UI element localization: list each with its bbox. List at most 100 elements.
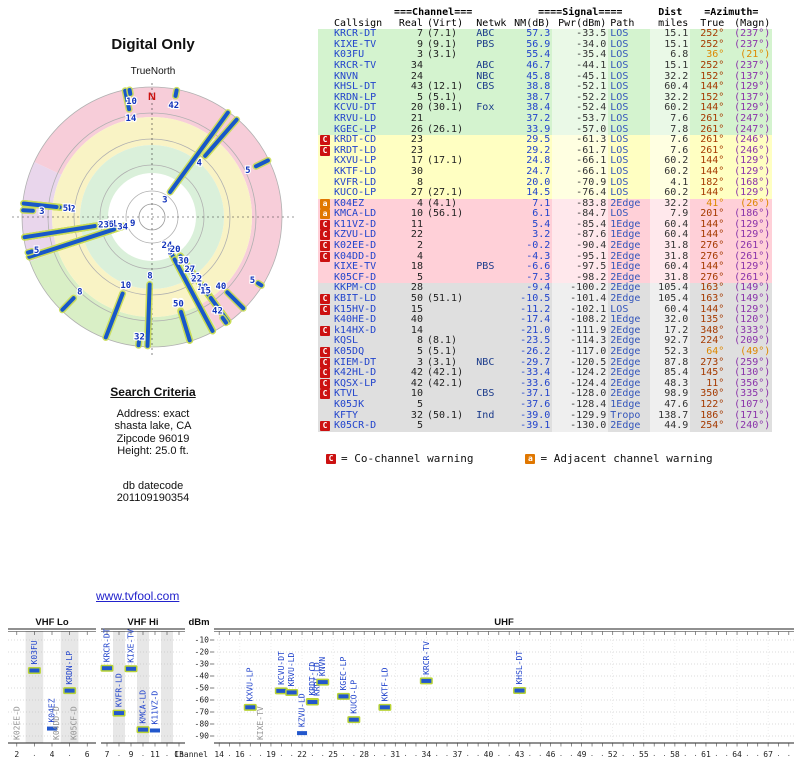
azimuth-magn-cell: (240°) (734, 420, 771, 432)
nm-db-cell: -26.2 (520, 346, 551, 357)
distance-cell: 60.2 (650, 166, 691, 178)
station-spectrum-label: KRDT-CD (308, 662, 317, 696)
real-channel-cell: 7 (416, 28, 423, 40)
dbm-tick-label: -60 (195, 696, 210, 705)
co-channel-warning-icon: C (320, 325, 330, 336)
path-cell: LOS (610, 187, 629, 199)
power-dbm-cell: -52.4 (552, 103, 609, 114)
network-cell: NBC (476, 70, 495, 82)
station-marker (47, 726, 57, 731)
callsign-cell: KIEM-DT (334, 356, 377, 368)
virtual-channel-cell (425, 114, 474, 125)
power-dbm-cell: -129.9 (552, 410, 609, 422)
adjacent-channel-warning-icon: a (320, 198, 330, 209)
real-channel-cell: 34 (410, 59, 423, 71)
path-header: Path (608, 18, 651, 30)
path-cell: LOS (610, 134, 629, 146)
power-dbm-cell: -61.3 (552, 135, 609, 146)
channel-tick-label: 13 (174, 750, 184, 759)
callsign-cell: KUCO-LP (334, 187, 377, 199)
station-ray (22, 224, 97, 240)
station-spectrum-label: KIXE-TV (256, 706, 265, 740)
station-spectrum-label: K02EE-D (12, 706, 21, 740)
channel-tick-dot: . (372, 750, 376, 758)
azimuth-magn-cell: (129°) (734, 155, 771, 167)
power-dbm-cell: -98.2 (552, 272, 609, 284)
virtual-channel-cell (425, 220, 474, 231)
real-channel-cell: 30 (410, 165, 423, 177)
network-cell (474, 294, 510, 305)
virtual-channel-cell: (56.1) (426, 208, 464, 220)
station-spectrum-label: KRDN-LP (65, 651, 74, 685)
path-cell: 2Edge (610, 271, 641, 283)
power-dbm-cell: -52.1 (552, 82, 609, 93)
station-channel-label: 15 (200, 287, 211, 297)
virtual-channel-cell (425, 262, 474, 273)
path-cell: 2Edge (610, 377, 641, 389)
distance-cell: 60.2 (650, 103, 691, 114)
co-channel-legend-item: C = Co-channel warning (326, 452, 473, 465)
channel-tick-dot: . (714, 750, 718, 758)
channel-tick-label: 58 (670, 750, 680, 759)
power-dbm-cell: -95.1 (552, 251, 609, 263)
network-cell (474, 347, 510, 358)
nm-db-cell: -37.6 (520, 398, 551, 410)
azimuth-true-cell: 144° (700, 218, 725, 230)
station-marker (421, 678, 432, 683)
channel-tick-label: 61 (701, 750, 711, 759)
real-channel-cell: 2 (416, 240, 423, 252)
station-channel-label: 14 (126, 114, 137, 124)
channel-tick-dot: . (383, 750, 387, 758)
nm-db-cell: 6.1 (532, 208, 551, 220)
channel-tick-dot: . (538, 750, 542, 758)
channel-tick-label: 52 (608, 750, 618, 759)
virtual-channel-cell: (8.1) (426, 335, 458, 347)
warning-cell (318, 82, 332, 93)
tvfool-link[interactable]: www.tvfool.com (96, 589, 180, 603)
azimuth-magn-cell: (237°) (734, 38, 771, 50)
path-cell: LOS (610, 70, 629, 82)
channel-tick-dot: . (341, 750, 345, 758)
station-channel-label: 3 (39, 207, 44, 217)
path-cell: LOS (610, 49, 629, 61)
channel-tick-label: 49 (577, 750, 587, 759)
azimuth-magn-cell: (137°) (734, 70, 771, 82)
co-channel-warning-icon: C (320, 347, 330, 357)
page-title: Digital Only (111, 36, 195, 53)
callsign-cell: K15HV-D (334, 303, 377, 315)
db-datecode: db datecode 201109190354 (58, 480, 248, 505)
station-channel-label: 5 (250, 276, 255, 286)
azimuth-true-cell: 144° (700, 229, 725, 241)
station-spectrum-label: K11VZ-D (151, 691, 160, 725)
co-channel-warning-icon: C (326, 453, 336, 464)
channel-group-header: ===Channel=== (392, 7, 475, 19)
network-cell: ABC (476, 28, 495, 40)
channel-tick-dot: . (683, 750, 687, 758)
height-line: Height: 25.0 ft. (117, 445, 189, 457)
station-channel-label: 5 (168, 248, 173, 258)
callsign-cell: KXVU-LP (334, 155, 377, 167)
real-channel-cell: 11 (410, 218, 423, 230)
nm-db-cell: -17.4 (520, 314, 551, 326)
distance-cell: 60.4 (650, 82, 691, 93)
path-cell: LOS (610, 144, 629, 156)
network-cell (474, 400, 510, 411)
network-cell (474, 305, 510, 316)
virtual-channel-cell (425, 61, 474, 72)
dbm-tick-label: -70 (195, 708, 210, 717)
path-cell: 2Edge (610, 388, 641, 400)
station-channel-label: 22 (191, 275, 202, 285)
callsign-cell: K11VZ-D (334, 218, 377, 230)
channel-tick-label: 28 (359, 750, 369, 759)
network-cell (474, 336, 510, 347)
channel-tick-label: 11 (150, 750, 160, 759)
azimuth-true-cell: 144° (700, 155, 725, 167)
real-channel-cell: 23 (410, 134, 423, 146)
callsign-cell: KKTF-LD (334, 165, 377, 177)
distance-cell: 7.6 (650, 113, 691, 125)
azimuth-magn-cell: (149°) (734, 282, 771, 294)
